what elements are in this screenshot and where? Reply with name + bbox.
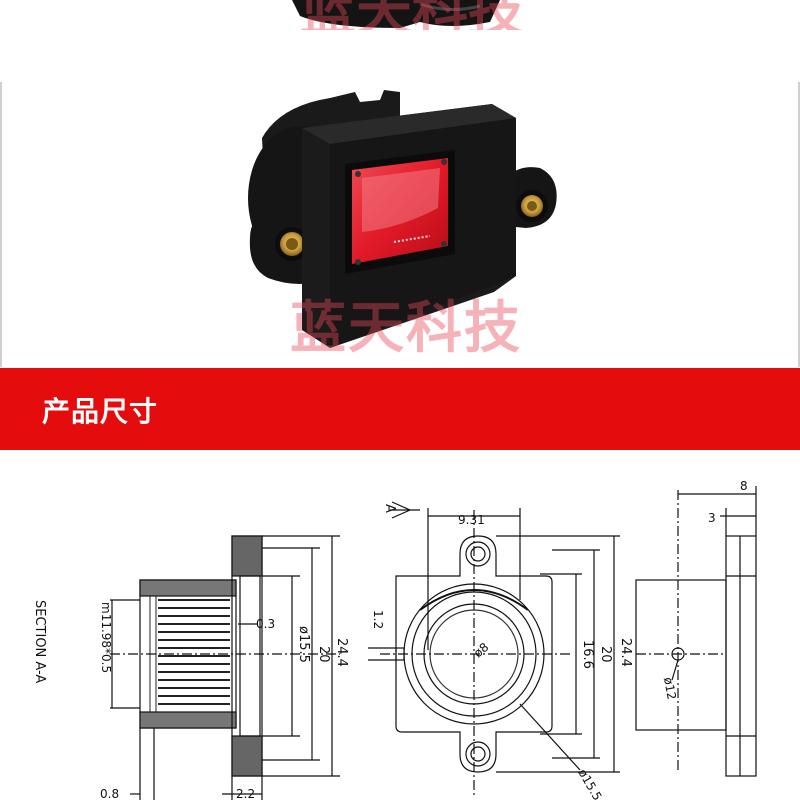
technical-drawing: SECTION A-A (0, 450, 800, 803)
section-heading: 产品尺寸 (42, 395, 159, 428)
dim-8: 8 (740, 479, 748, 493)
right-view (635, 486, 757, 777)
section-label: SECTION A-A (32, 600, 47, 683)
dim-24-4-front: 24.4 (618, 638, 633, 667)
lens-holder-illustration (248, 90, 557, 348)
dim-d12: ø12 (661, 676, 679, 701)
dim-1-2: 1.2 (371, 610, 385, 629)
lens-holder-top-photo (292, 0, 500, 28)
dim-9-31: 9.31 (458, 513, 485, 527)
dim-0-3: 0.3 (256, 617, 275, 631)
side-view (110, 535, 340, 800)
section-banner: 产品尺寸 (0, 368, 800, 450)
dimension-drawing: SECTION A-A (32, 479, 757, 803)
photo-border-left (0, 82, 2, 367)
dim-0-8: 0.8 (100, 787, 119, 800)
thread-dim: m11.98*0.5 (99, 602, 113, 673)
dim-24-4-side: 24.4 (334, 638, 349, 667)
dim-20-side: 20 (316, 646, 331, 663)
dim-16-6: 16.6 (580, 640, 595, 669)
lens-holder-photo: 蓝天科技 (0, 78, 800, 368)
top-photo-strip: 蓝天科技 (0, 0, 800, 30)
dim-2-2: 2.2 (236, 787, 255, 800)
watermark: 蓝天科技 (290, 296, 522, 361)
dim-d15-5-side: ø15.5 (296, 626, 311, 663)
section-marker: A (382, 504, 397, 513)
watermark-top: 蓝天科技 (300, 0, 524, 30)
dim-20-front: 20 (598, 646, 613, 663)
front-view (368, 501, 620, 795)
dim-3: 3 (708, 511, 716, 525)
photo-border-right (798, 82, 800, 367)
